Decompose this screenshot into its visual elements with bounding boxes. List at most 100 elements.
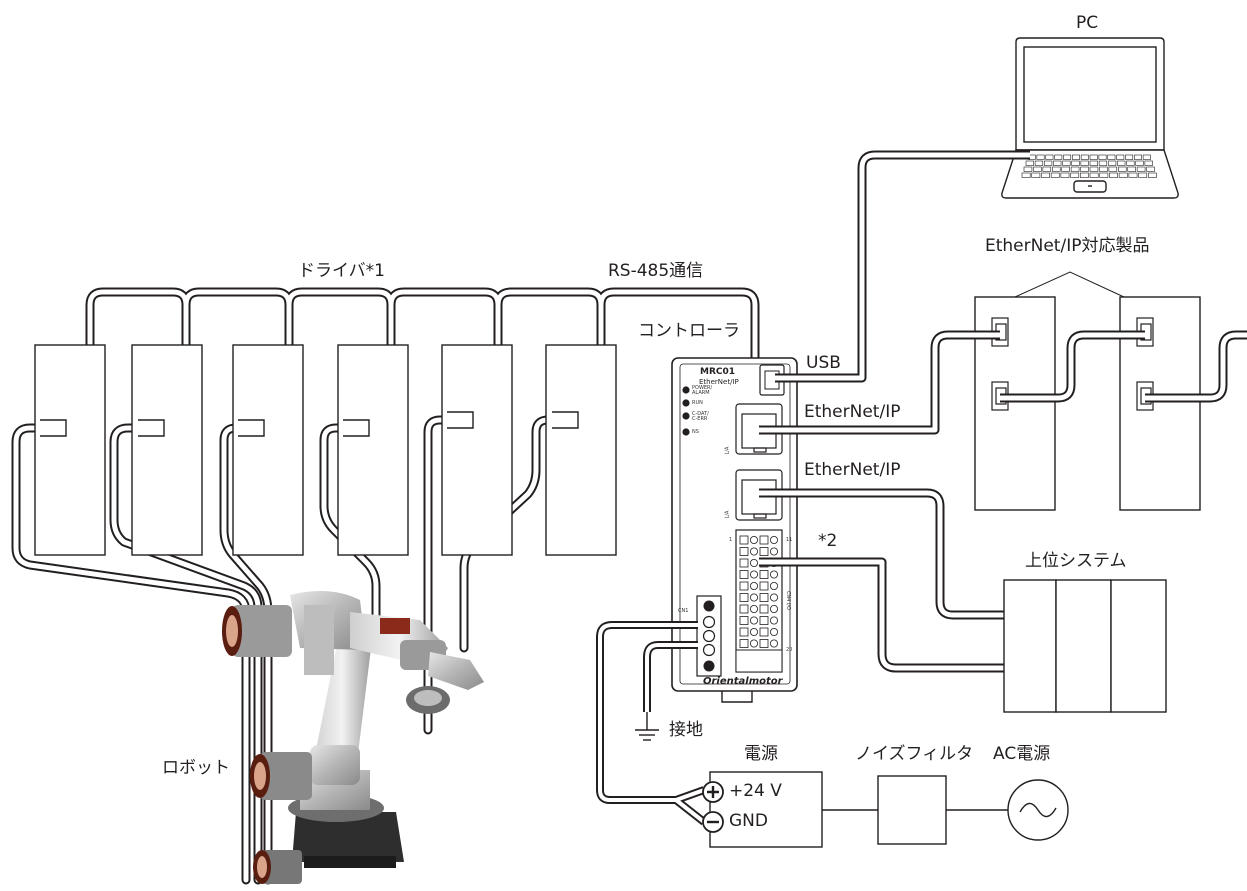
io-pin-20: 20 — [786, 647, 793, 653]
power-supply-box — [702, 771, 823, 848]
port-label-la-1: L/A — [724, 446, 731, 455]
keyboard-key — [1070, 166, 1080, 172]
noise-filter-box — [877, 775, 947, 845]
controller-label: コントローラ — [638, 321, 740, 341]
io-terminal-slot — [739, 547, 749, 556]
keyboard-key — [1116, 154, 1125, 160]
driver-box-5 — [441, 344, 513, 556]
ac-power-label: AC電源 — [993, 744, 1051, 764]
keyboard-key — [1107, 154, 1116, 160]
driver-units — [34, 344, 617, 556]
io-terminal-slot — [739, 604, 749, 614]
controller-unit — [671, 357, 798, 703]
keyboard-key — [1041, 172, 1050, 178]
io-terminal-slot — [759, 639, 769, 648]
keyboard-key — [1053, 160, 1062, 166]
io-terminal-slot — [739, 581, 749, 591]
keyboard-key — [1126, 160, 1135, 166]
keyboard-key — [1138, 172, 1148, 178]
io-terminal-slot — [759, 604, 769, 614]
io-terminal-slot — [739, 639, 749, 648]
io-terminal-slot — [750, 536, 759, 545]
keyboard-key — [1071, 160, 1080, 166]
keyboard-key — [1043, 160, 1053, 166]
io-terminal-slot — [750, 593, 759, 602]
controller-network-logo: EtherNet/IP — [699, 378, 739, 386]
keyboard-key — [1109, 172, 1118, 178]
driver-box-3 — [232, 344, 304, 556]
io-pin-1: 1 — [729, 537, 733, 543]
keyboard-key — [1107, 160, 1117, 166]
rs485-label: RS-485通信 — [608, 261, 704, 281]
power-supply-label: 電源 — [744, 744, 778, 764]
io-pin-11: 11 — [786, 537, 793, 543]
keyboard-key — [1099, 166, 1108, 172]
io-terminal-slot — [770, 536, 779, 545]
io-terminal-slot — [770, 639, 779, 648]
keyboard-key — [1089, 160, 1098, 166]
laptop-keyboard — [1021, 154, 1157, 178]
keyboard-key — [1062, 160, 1071, 166]
io-terminal-slot — [770, 605, 779, 614]
io-terminal-slot — [770, 593, 779, 602]
keyboard-key — [1117, 160, 1126, 166]
driver-box-1 — [34, 344, 106, 556]
keyboard-key — [1023, 166, 1033, 172]
keyboard-key — [1089, 154, 1098, 160]
keyboard-key — [1025, 160, 1034, 166]
io-terminal-slot — [750, 559, 759, 568]
status-leds — [682, 386, 690, 436]
ethernet-ip-products — [974, 271, 1201, 511]
keyboard-key — [1031, 172, 1041, 178]
driver-box-4 — [337, 344, 409, 556]
io-terminal-slot — [739, 616, 749, 625]
minus-terminal-icon — [702, 811, 724, 833]
ground-icon — [635, 712, 659, 741]
keyboard-key — [1127, 166, 1136, 172]
controller-model: MRC01 — [700, 367, 736, 377]
keyboard-key — [1133, 154, 1142, 160]
keyboard-key — [1089, 172, 1099, 178]
keyboard-key — [1050, 172, 1060, 178]
usb-label: USB — [806, 353, 841, 373]
keyboard-key — [1080, 154, 1089, 160]
io-terminal-slot — [759, 581, 769, 591]
keyboard-key — [1063, 154, 1072, 160]
usb-cable — [775, 150, 1030, 383]
io-terminal-slot — [750, 605, 759, 614]
io-terminal-slot — [750, 616, 759, 625]
ground-label: 接地 — [669, 720, 703, 740]
led-label-ns: NS — [692, 429, 699, 435]
io-terminal-slot — [739, 535, 749, 545]
io-terminal-slot — [759, 547, 769, 556]
keyboard-key — [1036, 154, 1045, 160]
io-terminal-slot — [770, 547, 779, 556]
io-terminal-slot — [770, 628, 779, 637]
driver-box-2 — [131, 344, 203, 556]
ac-source-icon — [1007, 779, 1069, 841]
led-label-cdat-cerr: C-DAT/ C-ERR — [692, 411, 709, 422]
keyboard-key — [1128, 172, 1138, 178]
gnd-label: GND — [729, 811, 768, 831]
keyboard-key — [1054, 154, 1063, 160]
controller-brand: Orientalmotor — [703, 676, 783, 687]
robot-arm — [222, 591, 484, 884]
keyboard-key — [1089, 166, 1099, 172]
ethernet-cables — [759, 330, 1247, 673]
keyboard-key — [1125, 154, 1134, 160]
keyboard-key — [1136, 166, 1146, 172]
keyboard-key — [1098, 160, 1108, 166]
keyboard-key — [1080, 160, 1089, 166]
io-terminal-slot — [750, 639, 759, 648]
keyboard-key — [1051, 166, 1061, 172]
keyboard-key — [1070, 172, 1080, 178]
keyboard-key — [1045, 154, 1054, 160]
led-label-power-alarm: POWER/ ALARM — [692, 385, 713, 396]
keyboard-key — [1099, 172, 1109, 178]
motor-cables — [11, 415, 573, 885]
keyboard-key — [1042, 166, 1052, 172]
ethernet-ip-label-2: EtherNet/IP — [804, 460, 901, 480]
keyboard-key — [1071, 154, 1080, 160]
io-terminal-slot — [750, 547, 759, 556]
